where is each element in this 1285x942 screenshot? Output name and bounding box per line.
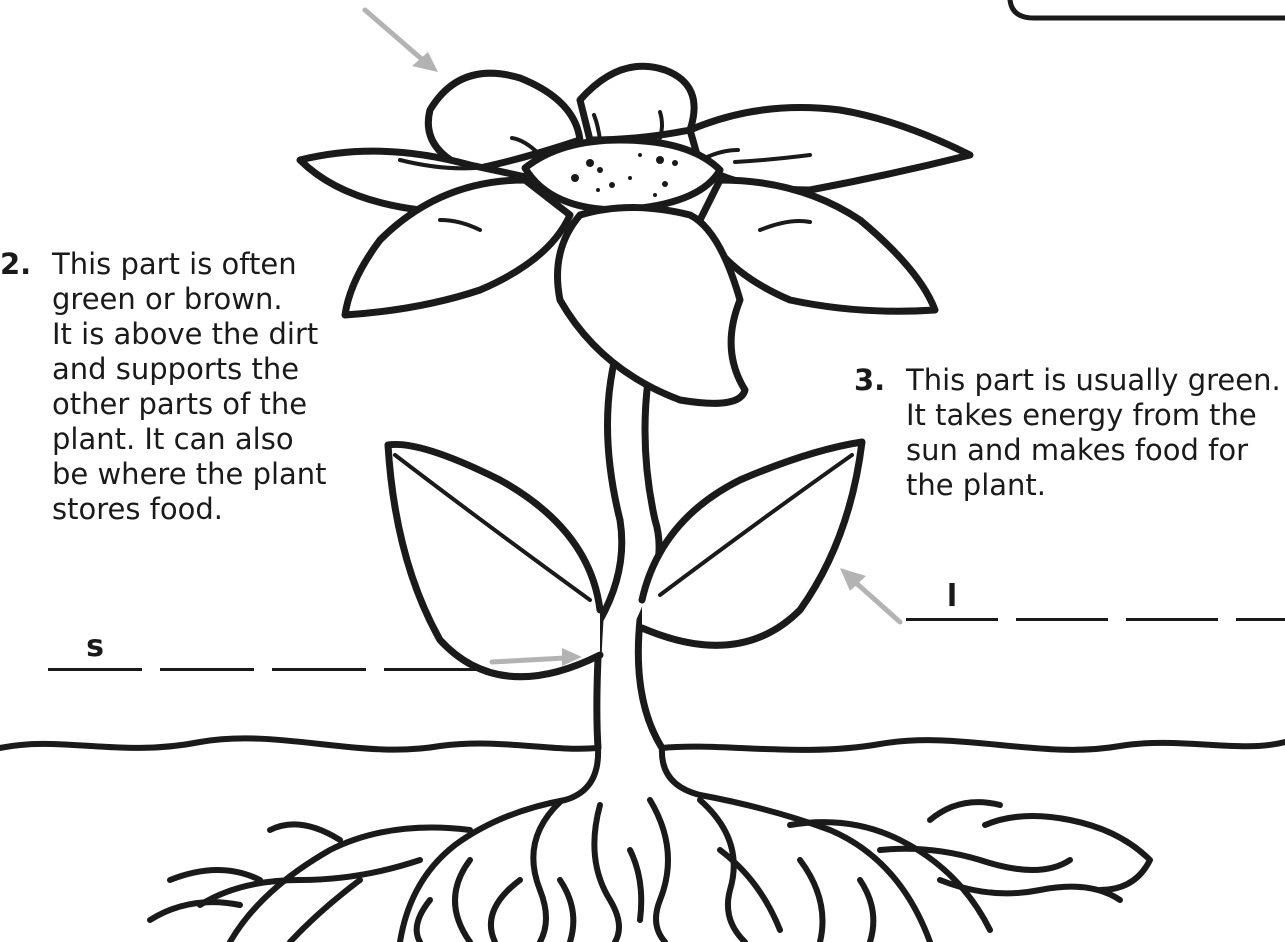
clue-line: stores food. bbox=[52, 492, 327, 527]
petal bbox=[558, 208, 746, 404]
answer-blank[interactable] bbox=[384, 628, 478, 671]
clue-line: This part is often bbox=[52, 247, 327, 282]
roots bbox=[150, 748, 1150, 942]
arrow-to-leaf bbox=[855, 582, 900, 622]
answer-blanks-stem: s bbox=[48, 628, 478, 671]
stem bbox=[597, 340, 622, 748]
stamen bbox=[660, 112, 662, 138]
answer-blanks-leaf: l bbox=[906, 578, 1285, 621]
clue-line: the plant. bbox=[906, 468, 1281, 503]
clue-line: It is above the dirt bbox=[52, 317, 327, 352]
clue-line: be where the plant bbox=[52, 457, 327, 492]
clue-line: sun and makes food for bbox=[906, 433, 1281, 468]
answer-blank[interactable] bbox=[1016, 578, 1108, 621]
answer-blank[interactable] bbox=[1126, 578, 1218, 621]
answer-blank[interactable]: l bbox=[906, 578, 998, 621]
answer-blank[interactable]: s bbox=[48, 628, 142, 671]
clue-line: This part is usually green. bbox=[906, 363, 1281, 398]
clue-line: other parts of the bbox=[52, 387, 327, 422]
answer-blank[interactable] bbox=[160, 628, 254, 671]
label-box-corner bbox=[1010, 0, 1285, 18]
clue-line: plant. It can also bbox=[52, 422, 327, 457]
answer-blank[interactable] bbox=[1236, 578, 1285, 621]
clue-2: 2. This part is often green or brown. It… bbox=[52, 247, 327, 527]
arrow-to-flower bbox=[365, 10, 425, 62]
clue-line: green or brown. bbox=[52, 282, 327, 317]
clue-number: 2. bbox=[0, 247, 31, 282]
answer-blank[interactable] bbox=[272, 628, 366, 671]
stem bbox=[638, 340, 662, 748]
ground-line bbox=[0, 738, 1285, 750]
clue-line: and supports the bbox=[52, 352, 327, 387]
clue-line: It takes energy from the bbox=[906, 398, 1281, 433]
clue-number: 3. bbox=[854, 363, 885, 398]
clue-3: 3. This part is usually green. It takes … bbox=[906, 363, 1281, 503]
